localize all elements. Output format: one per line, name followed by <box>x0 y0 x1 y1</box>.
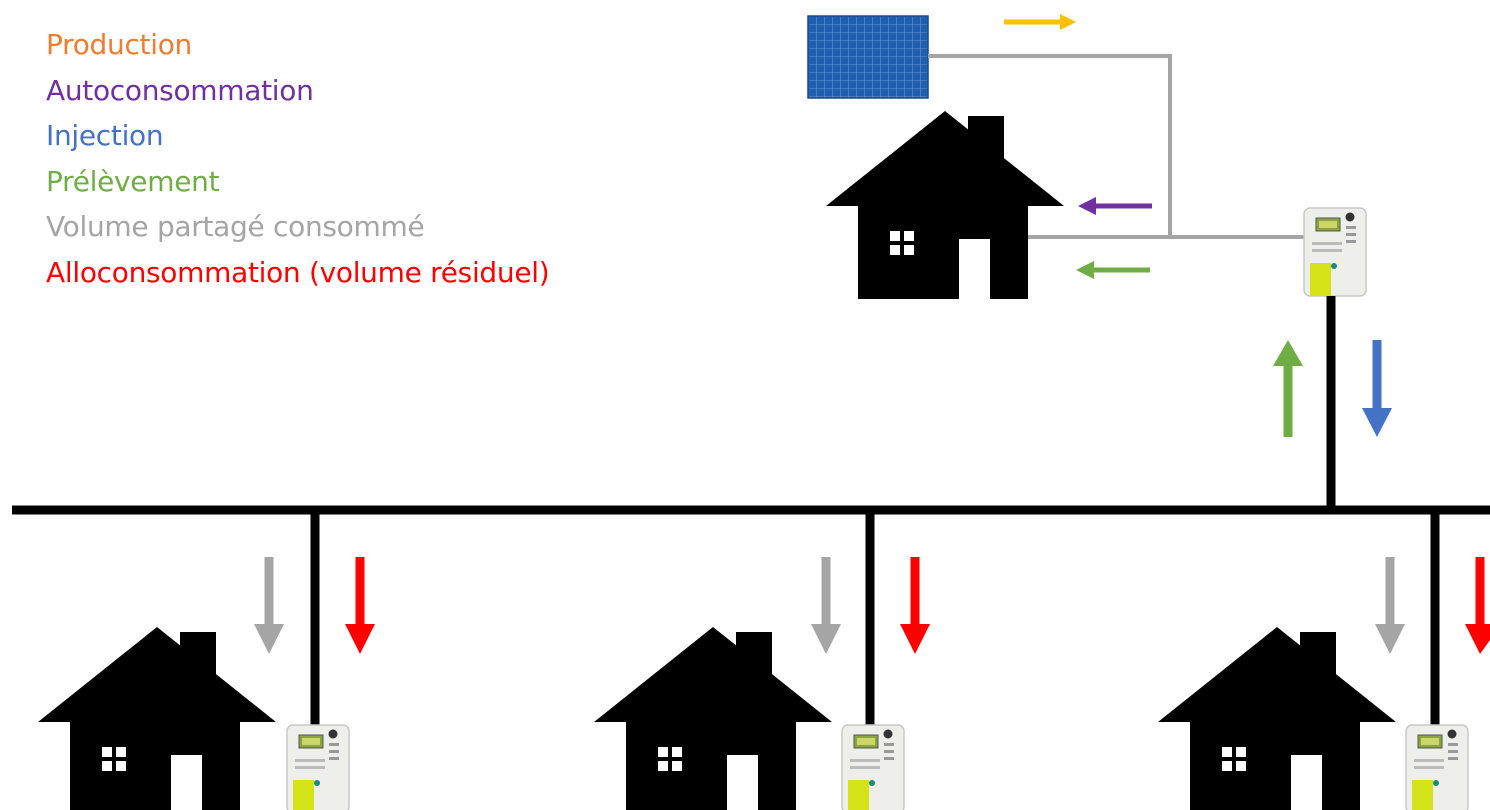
legend-volume-partage: Volume partagé consommé <box>46 210 425 244</box>
consumer-1-meter-icon <box>286 724 350 810</box>
legend-injection: Injection <box>46 119 164 153</box>
producer-house-icon <box>826 111 1064 299</box>
prelevement-arrow-grid <box>1273 340 1303 437</box>
autoconsommation-arrow <box>1078 197 1152 215</box>
consumer-3-meter-icon <box>1405 724 1469 810</box>
consumer-3-house-icon <box>1158 627 1396 810</box>
legend-prelevement: Prélèvement <box>46 164 220 198</box>
legend-alloconsommation: Alloconsommation (volume résiduel) <box>46 255 550 289</box>
consumer-1-house-icon <box>38 627 276 810</box>
legend-production: Production <box>46 28 192 61</box>
injection-arrow <box>1362 340 1392 437</box>
volume-partage-arrow-3 <box>1375 557 1405 654</box>
alloconsommation-arrow-1 <box>345 557 375 654</box>
alloconsommation-arrow-3 <box>1465 557 1490 654</box>
prelevement-arrow-house <box>1076 261 1150 279</box>
solar-panel-icon <box>807 15 929 99</box>
consumer-2-meter-icon <box>841 724 905 810</box>
volume-partage-arrow-2 <box>811 557 841 654</box>
legend-autoconsommation: Autoconsommation <box>46 73 314 107</box>
volume-partage-arrow-1 <box>254 557 284 654</box>
producer-meter-icon <box>1303 207 1367 297</box>
alloconsommation-arrow-2 <box>900 557 930 654</box>
legend: Production Autoconsommation Injection Pr… <box>46 22 550 296</box>
production-arrow <box>1004 14 1076 30</box>
consumer-2-house-icon <box>594 627 832 810</box>
